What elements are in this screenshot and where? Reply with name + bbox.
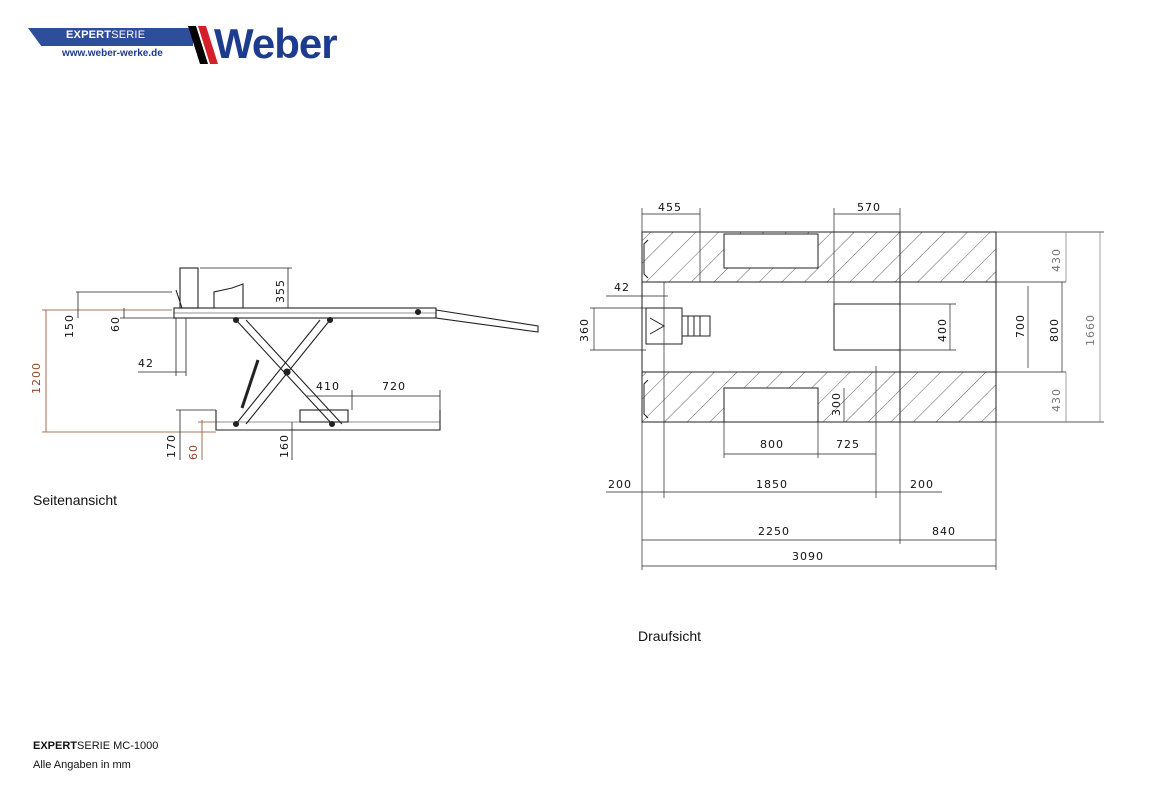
dim-400: 400 xyxy=(936,318,949,342)
top-view-caption: Draufsicht xyxy=(638,628,702,644)
logo-url: www.weber-werke.de xyxy=(62,48,163,59)
dim-430-bottom: 430 xyxy=(1050,388,1063,412)
dim-570: 570 xyxy=(857,201,881,214)
top-view-dimensions xyxy=(590,208,1104,570)
dim-300: 300 xyxy=(830,392,843,416)
deck-bottom-box xyxy=(723,387,819,423)
dim-410: 410 xyxy=(316,380,340,393)
dim-60-top: 60 xyxy=(109,316,122,332)
footer-model: EXPERTSERIE MC-1000 xyxy=(33,740,159,752)
dim-355: 355 xyxy=(274,279,287,303)
dim-2250: 2250 xyxy=(758,525,790,538)
dim-150: 150 xyxy=(63,314,76,338)
dim-3090: 3090 xyxy=(792,550,824,563)
dim-60-bottom: 60 xyxy=(187,444,200,460)
dim-840: 840 xyxy=(932,525,956,538)
dim-1200: 1200 xyxy=(30,362,43,394)
dim-170: 170 xyxy=(165,434,178,458)
side-view-caption: Seitenansicht xyxy=(33,492,118,508)
dim-725: 725 xyxy=(836,438,860,451)
top-view-drawing xyxy=(641,231,997,423)
dim-42-top: 42 xyxy=(614,281,630,294)
logo-wordmark: Weber xyxy=(214,20,338,67)
dim-1660: 1660 xyxy=(1084,314,1097,346)
side-view-drawing xyxy=(173,267,539,431)
dim-700: 700 xyxy=(1014,314,1027,338)
wheel-clamp xyxy=(179,267,199,309)
dim-800: 800 xyxy=(760,438,784,451)
dim-1850: 1850 xyxy=(756,478,788,491)
logo-series-label: EXPERTSERIE xyxy=(66,29,146,41)
wheel-stop xyxy=(213,283,244,308)
dim-430-top: 430 xyxy=(1050,248,1063,272)
deck-top xyxy=(641,231,997,283)
center-plate xyxy=(833,303,901,351)
logo-band xyxy=(28,28,193,46)
base-frame xyxy=(215,410,441,431)
logo-stripes-icon xyxy=(188,26,218,64)
deck-top-box xyxy=(723,233,819,269)
scissor-arm-b xyxy=(235,319,321,425)
dim-800-vertical: 800 xyxy=(1048,318,1061,342)
dim-42: 42 xyxy=(138,357,154,370)
ramp xyxy=(435,309,539,333)
footer-note: Alle Angaben in mm xyxy=(33,759,131,771)
dim-200-right: 200 xyxy=(910,478,934,491)
dim-200-left: 200 xyxy=(608,478,632,491)
dim-160: 160 xyxy=(278,434,291,458)
deck-bottom xyxy=(641,371,997,423)
dim-720: 720 xyxy=(382,380,406,393)
dim-455: 455 xyxy=(658,201,682,214)
side-view-dimensions xyxy=(42,267,441,460)
dim-360: 360 xyxy=(578,318,591,342)
